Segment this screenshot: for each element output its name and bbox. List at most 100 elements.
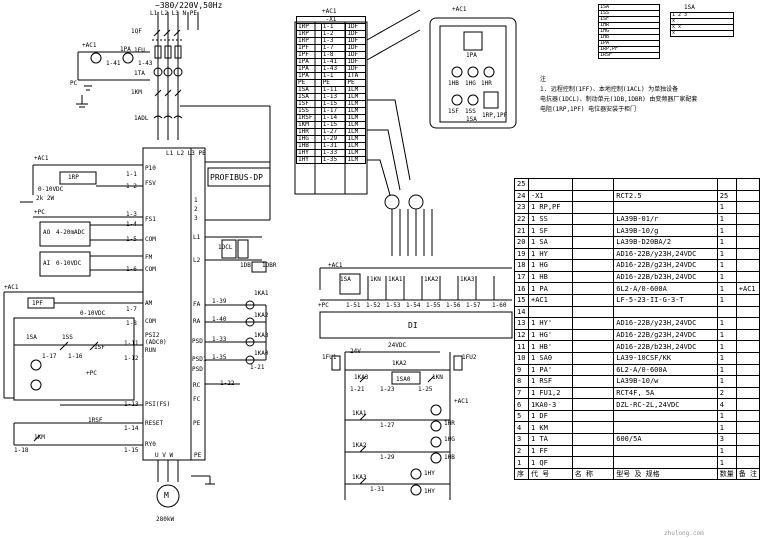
terminal-cell: 1RP bbox=[296, 30, 322, 38]
vfd-psd2: PSD bbox=[192, 366, 203, 373]
bom-cell bbox=[735, 212, 760, 226]
notes-line1: 1. 远程控制(1FF)、本地控制(1ACL) 为单独设备 bbox=[540, 86, 679, 93]
bom-cell: 1 bbox=[716, 456, 737, 469]
terminal-cell: 1-35 bbox=[320, 156, 347, 164]
bom-cell: 1 KM bbox=[527, 421, 573, 435]
left-ai: AI bbox=[43, 260, 51, 267]
vfd-psi2: PSI2 bbox=[145, 332, 160, 339]
bom-cell bbox=[571, 375, 615, 388]
right-w53: 1-53 bbox=[386, 302, 401, 309]
bom-cell: 1 bbox=[716, 270, 737, 284]
bom-cell: 15 bbox=[514, 293, 529, 307]
vfd-ra: RA bbox=[193, 318, 201, 325]
terminal-cell: 1TA bbox=[345, 72, 366, 80]
terminal-cell: 1RSF bbox=[296, 114, 322, 122]
bom-cell: LA39B-10/w bbox=[613, 375, 718, 388]
profibus-label: PROFIBUS-DP bbox=[210, 173, 263, 182]
bom-cell: 1 RSF bbox=[527, 375, 573, 388]
bom-cell bbox=[735, 340, 760, 353]
bom-cell bbox=[571, 351, 615, 365]
wire-1-43: 1-43 bbox=[138, 60, 153, 67]
relay-hy: 1HY bbox=[424, 470, 435, 477]
terminal-cell: 1LM bbox=[345, 114, 366, 122]
bom-cell: AD16-22B/g23H,24VDC bbox=[613, 328, 718, 342]
bom-cell bbox=[735, 444, 760, 458]
bom-cell bbox=[571, 456, 615, 469]
right-ka1: 1KA1 bbox=[254, 290, 269, 297]
panel-ss: 1SS bbox=[465, 108, 476, 115]
left-rsf: 1RSF bbox=[88, 417, 103, 424]
terminal-cell: 1HB bbox=[296, 142, 322, 150]
left-v10: 0-10VDC bbox=[38, 186, 64, 193]
legend-row: 1RSF bbox=[598, 52, 660, 59]
relay-w29: 1-29 bbox=[380, 454, 395, 461]
right-ldbr: 1DBR bbox=[262, 262, 277, 269]
relay-w27: 1-27 bbox=[380, 422, 395, 429]
right-w55: 1-55 bbox=[426, 302, 441, 309]
panel-hr: 1HR bbox=[481, 80, 492, 87]
bom-cell: 7 bbox=[514, 386, 529, 400]
terminal-cell: 1SA bbox=[296, 93, 322, 101]
terminal-cell: 1-11 bbox=[320, 86, 347, 94]
switch-row: x bbox=[670, 30, 734, 37]
left-sa: 1SA bbox=[26, 334, 37, 341]
right-w33: 1-33 bbox=[212, 336, 227, 343]
bom-cell: LF-5-23-II-G-3-T bbox=[613, 293, 718, 307]
bom-cell bbox=[735, 456, 760, 469]
left-ac1b: +AC1 bbox=[4, 284, 19, 291]
relay-ka1: 1KA1 bbox=[352, 410, 367, 417]
terminal-cell: 1RP bbox=[296, 23, 322, 31]
bom-cell: 25 bbox=[716, 189, 737, 203]
left-w14: 1-14 bbox=[124, 425, 139, 432]
wire-1-41: 1-41 bbox=[106, 60, 121, 67]
terminal-cell: 1-33 bbox=[320, 149, 347, 157]
relay-w23: 1-23 bbox=[380, 386, 395, 393]
bom-cell bbox=[613, 444, 718, 458]
terminal-cell: 1RP bbox=[296, 37, 322, 45]
bom-cell bbox=[716, 305, 737, 319]
bom-cell bbox=[735, 386, 760, 400]
terminal-cell: 1DF bbox=[345, 58, 366, 66]
bom-cell bbox=[571, 363, 615, 377]
bom-cell: 1 bbox=[716, 421, 737, 435]
terminal-cell: 1SS bbox=[296, 107, 322, 115]
bom-cell bbox=[735, 201, 760, 214]
vfd-n1: 1 bbox=[194, 197, 198, 204]
left-ac1: +AC1 bbox=[34, 155, 49, 162]
bom-cell bbox=[571, 259, 615, 272]
bom-cell: 1 SA bbox=[527, 235, 573, 249]
right-pc: +PC bbox=[318, 302, 329, 309]
bom-row: 14 bbox=[514, 305, 760, 319]
bom-cell: 1 QF bbox=[527, 456, 573, 469]
fuse-1fu: 1FU bbox=[134, 47, 145, 54]
terminal-cell: 1-27 bbox=[320, 128, 347, 136]
bom-cell bbox=[735, 409, 760, 423]
left-v10c: 0-10VDC bbox=[80, 310, 106, 317]
vfd-rc: RC bbox=[193, 382, 201, 389]
relay-sa0: 1SA0 bbox=[396, 376, 411, 383]
bom-cell: 10 bbox=[514, 351, 529, 365]
right-ka2b: 1KA2 bbox=[424, 276, 439, 283]
terminal-cell: 1HY bbox=[296, 156, 322, 164]
bom-cell bbox=[613, 201, 718, 214]
vfd-psd: PSD bbox=[192, 338, 203, 345]
terminal-cell: 1PA bbox=[296, 58, 322, 66]
relay-ka3b: 1KA3 bbox=[352, 474, 367, 481]
left-w11: 1-11 bbox=[124, 340, 139, 347]
right-ka3: 1KA3 bbox=[254, 332, 269, 339]
terminal-cell: 1-29 bbox=[320, 135, 347, 143]
bom-cell: RCT4F, 5A bbox=[613, 386, 718, 400]
left-ao: AO bbox=[43, 229, 51, 236]
notes-head: 注 bbox=[540, 76, 547, 83]
bom-cell: 13 bbox=[514, 317, 529, 330]
left-sf: 1SF bbox=[94, 344, 105, 351]
vfd-fa: FA bbox=[193, 301, 201, 308]
